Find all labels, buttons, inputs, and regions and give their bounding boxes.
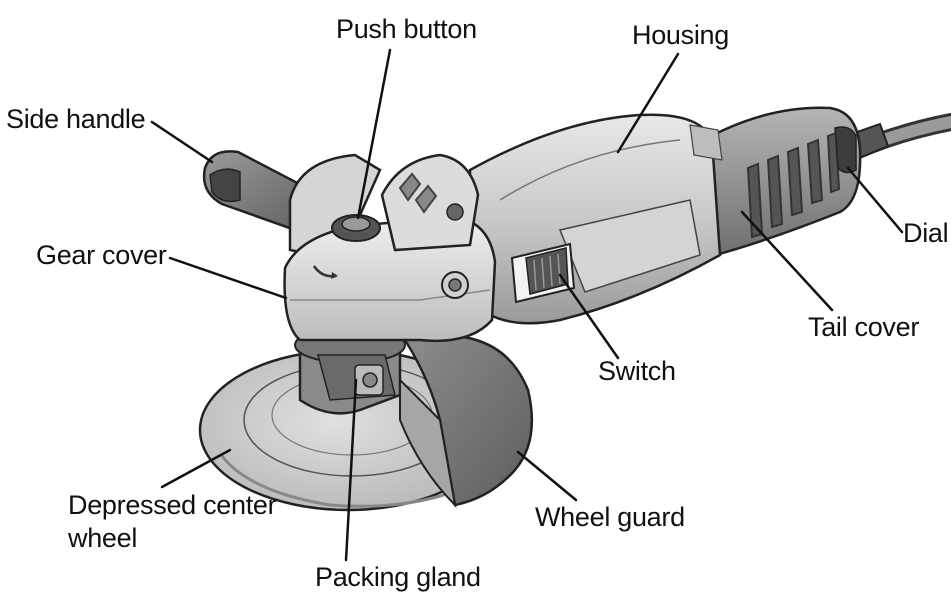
switch-slider: [510, 242, 576, 304]
leader-gear-cover: [168, 256, 288, 300]
leader-push-button: [356, 48, 392, 220]
leader-depressed-center-wheel: [160, 448, 232, 489]
power-cord: [838, 113, 951, 164]
leader-tail-cover: [740, 210, 834, 312]
leader-switch: [558, 273, 620, 360]
leader-dial: [846, 166, 904, 234]
label-side-handle: Side handle: [6, 104, 146, 134]
leader-housing: [616, 52, 680, 154]
label-depressed-center-wheel-line2: wheel: [68, 523, 138, 553]
label-packing-gland: Packing gland: [315, 562, 481, 592]
label-housing: Housing: [632, 20, 729, 50]
tail-cover: [688, 106, 862, 258]
label-switch: Switch: [598, 356, 676, 386]
label-push-button: Push button: [336, 14, 477, 44]
housing: [468, 113, 723, 325]
gear-cover: [283, 153, 497, 342]
label-wheel-guard: Wheel guard: [535, 502, 685, 532]
label-depressed-center-wheel: Depressed center wheel: [68, 489, 277, 555]
label-tail-cover: Tail cover: [808, 312, 920, 342]
label-dial: Dial: [903, 218, 949, 248]
push-button: [331, 214, 381, 242]
leader-side-handle: [150, 120, 214, 164]
label-gear-cover: Gear cover: [36, 240, 167, 270]
leader-wheel-guard: [516, 450, 578, 502]
leader-packing-gland: [344, 378, 358, 562]
label-depressed-center-wheel-line1: Depressed center: [68, 490, 277, 520]
back-disc: [288, 153, 382, 262]
wheel-guard: [399, 334, 534, 508]
leader-lines: [150, 48, 904, 562]
